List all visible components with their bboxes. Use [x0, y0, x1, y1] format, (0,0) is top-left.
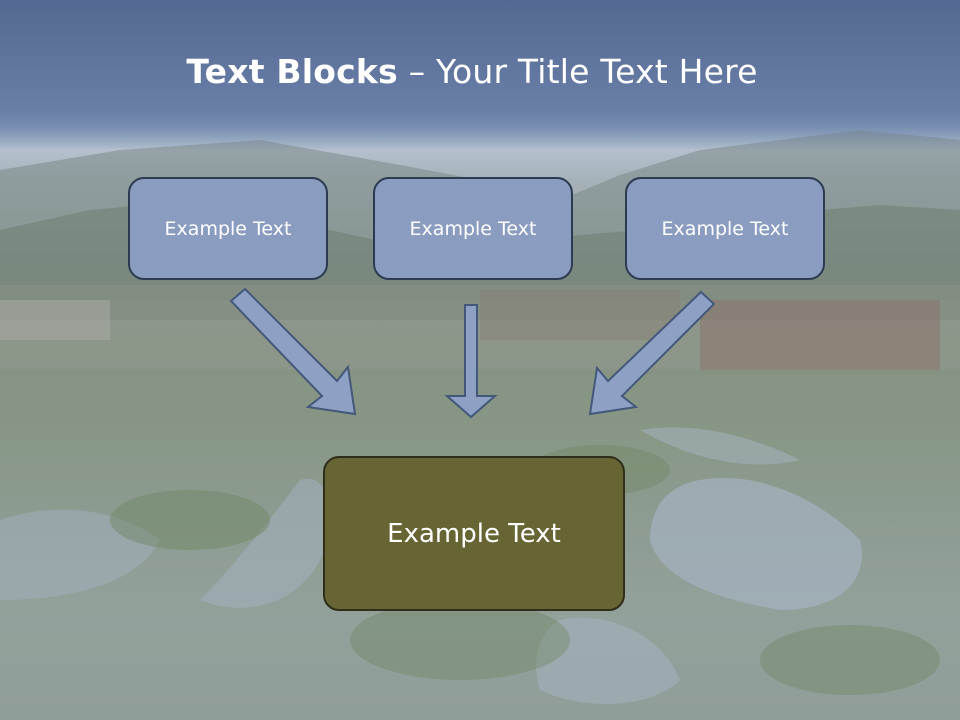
- slide-title: Text Blocks – Your Title Text Here: [0, 52, 944, 91]
- text-block-3-label: Example Text: [661, 217, 789, 240]
- target-text-block[interactable]: Example Text: [323, 456, 625, 611]
- text-block-1-label: Example Text: [164, 217, 292, 240]
- text-block-2-label: Example Text: [409, 217, 537, 240]
- arrow-down-icon: [444, 304, 498, 419]
- text-block-1[interactable]: Example Text: [128, 177, 328, 280]
- arrow-down-right-icon: [229, 287, 357, 416]
- title-bold-part: Text Blocks: [186, 52, 398, 91]
- text-block-2[interactable]: Example Text: [373, 177, 573, 280]
- title-bar: [0, 0, 960, 150]
- title-separator: –: [397, 52, 436, 91]
- title-rest: Your Title Text Here: [435, 52, 758, 91]
- text-block-3[interactable]: Example Text: [625, 177, 825, 280]
- arrow-down-left-icon: [588, 290, 716, 416]
- target-text-block-label: Example Text: [387, 518, 561, 549]
